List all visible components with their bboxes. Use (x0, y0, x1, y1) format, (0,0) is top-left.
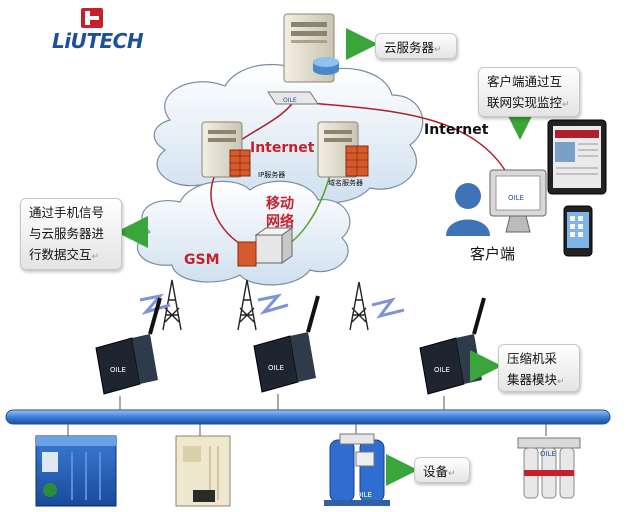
sms-callout: 通过手机信号 与云服务器进 行数据交互↵ (20, 198, 122, 270)
collector-callout: 压缩机采 集器模块↵ (498, 344, 580, 392)
filter-tag: OILE (540, 450, 556, 458)
smartphone-icon (563, 205, 593, 257)
svg-text:OILE: OILE (283, 97, 297, 104)
bus-line (5, 409, 611, 425)
mobile-cloud (137, 180, 351, 286)
domain-server-label: 域名服务器 (328, 179, 363, 187)
ip-server-icon (201, 121, 251, 178)
mobile-network-label-1: 移动 (266, 196, 294, 212)
dryer-tag: OILE (356, 491, 372, 499)
collector-tag-2: OILE (268, 364, 284, 372)
gsm-label: GSM (184, 252, 220, 268)
client-monitor-tag: OILE (508, 194, 524, 202)
domain-server-icon (317, 121, 369, 178)
logo-text: LiUTECH (52, 29, 144, 53)
sms-line-3: 行数据交互 (29, 247, 92, 262)
sms-line-2: 与云服务器进 (29, 226, 105, 241)
logo-mark-icon (81, 8, 103, 28)
mobile-network-label-2: 网络 (266, 214, 294, 230)
equipment-callout: 设备↵ (414, 457, 470, 483)
gsm-gateway-icon (237, 227, 294, 267)
collector-tag-3: OILE (434, 366, 450, 374)
client-monitoring-line-1: 客户端通过互 (487, 74, 563, 89)
client-monitoring-line-2: 联网实现监控 (487, 95, 563, 110)
link-ip-client (299, 101, 509, 176)
collector-module-icon (95, 295, 486, 395)
compressor-beige-icon (175, 435, 231, 507)
client-label: 客户端 (470, 245, 516, 263)
dryer-icon (324, 433, 390, 506)
router-icon: OILE (267, 91, 319, 105)
cloud-server-callout: 云服务器↵ (375, 33, 457, 59)
collector-line-2: 集器模块 (507, 372, 558, 387)
cell-tower-icon (162, 279, 369, 331)
cloud-server-icon (283, 13, 339, 83)
bus-drops (67, 394, 547, 436)
tablet-icon (547, 119, 607, 195)
cloud-server-label: 云服务器 (384, 40, 435, 55)
client-monitoring-callout: 客户端通过互 联网实现监控↵ (478, 67, 580, 117)
filter-icon (517, 437, 581, 499)
compressor-blue-icon (35, 435, 117, 507)
logo: LiUTECH (52, 8, 144, 53)
ip-server-label: IP服务器 (258, 171, 286, 179)
client-monitor-icon (489, 169, 547, 233)
collector-tag-1: OILE (110, 366, 126, 374)
internet-right-label: Internet (424, 122, 489, 138)
collector-line-1: 压缩机采 (507, 351, 558, 366)
equipment-label: 设备 (423, 464, 449, 479)
sms-line-1: 通过手机信号 (29, 205, 105, 220)
user-person-icon (446, 183, 490, 236)
internet-cloud-label: Internet (250, 140, 315, 156)
